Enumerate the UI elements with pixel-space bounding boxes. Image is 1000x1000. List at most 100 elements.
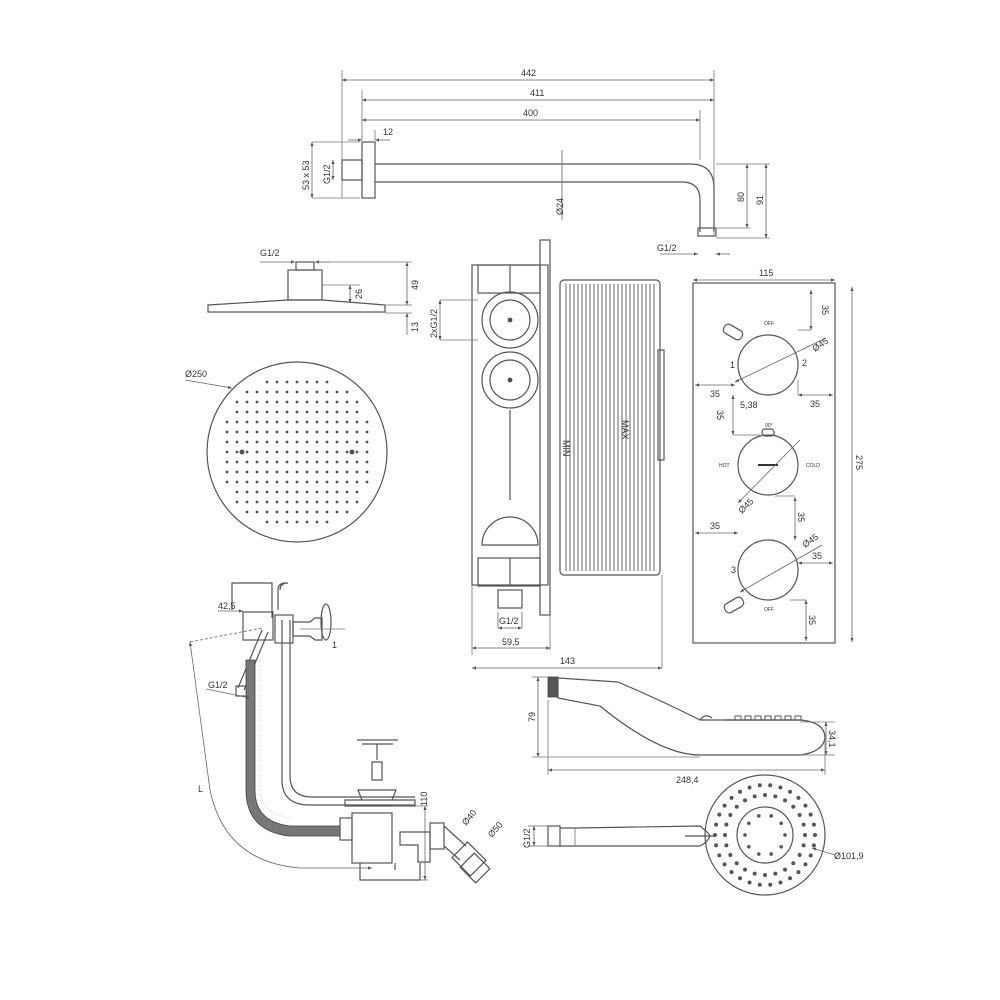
nozzle [724,822,729,827]
nozzle [245,430,249,434]
nozzle [791,804,796,809]
nozzle [315,430,319,434]
nozzle [285,390,289,394]
dim-59-5: 59,5 [502,637,520,647]
spray-face-nozzles [713,783,817,887]
nozzle [305,510,309,514]
dim-12: 12 [383,127,393,137]
nozzle [285,510,289,514]
nozzle [275,450,279,454]
outlet-2: 2 [802,358,807,368]
nozzle [729,870,734,875]
nozzle [245,490,249,494]
cold-label: COLD [806,463,820,469]
nozzle [325,460,329,464]
nozzle [315,380,319,384]
nozzle [255,470,259,474]
nozzle [265,380,269,384]
nozzle [285,410,289,414]
nozzle [315,440,319,444]
offset-42-5: 42,5 [218,601,236,611]
nozzle [225,450,229,454]
dim-442: 442 [521,68,536,78]
nozzle [305,410,309,414]
nozzle [285,470,289,474]
nozzle [295,490,299,494]
nozzle [325,520,329,524]
plate-size: 53 x 53 [301,160,311,190]
nozzle [752,794,757,799]
nozzle [265,510,269,514]
nozzle [245,400,249,404]
nozzle [265,520,269,524]
nozzle [355,400,359,404]
nozzle [305,460,309,464]
nozzle [235,470,239,474]
dim-49: 49 [410,280,420,290]
margin-left-1: 35 [710,389,720,399]
nozzle [734,861,739,866]
nozzle [235,440,239,444]
nozzle [255,460,259,464]
nozzle [275,430,279,434]
hand-thread: G1/2 [522,828,532,848]
diverter-knob-top[interactable] [722,323,827,396]
diverter-knob-bottom[interactable] [723,539,823,614]
nozzle [811,822,816,827]
nozzle [285,380,289,384]
nozzle [285,440,289,444]
nozzle [801,822,806,827]
nozzle [325,430,329,434]
nozzle [734,804,739,809]
nozzle [275,410,279,414]
nozzle [738,876,742,881]
nozzle [345,390,349,394]
nozzle [325,440,329,444]
nozzle [295,420,299,424]
nozzle [275,460,279,464]
trim-plate-view: 115 275 OFF 1 2 Ø45 35 35 35 5,38 35 90°… [692,268,864,644]
nozzle [305,470,309,474]
nozzle [225,420,229,424]
nozzle [797,853,802,857]
inlet-thread: 2xG1/2 [429,309,439,338]
nozzle [803,862,808,867]
nozzle [305,380,309,384]
nozzle [345,500,349,504]
nozzle [355,460,359,464]
nozzle [365,470,369,474]
nozzle [788,789,792,794]
nozzle [245,390,249,394]
nozzle [315,490,319,494]
dim-110: 110 [419,792,429,806]
nozzle [315,390,319,394]
nozzle [265,500,269,504]
outlet-1: 1 [730,360,735,370]
nozzle [225,430,229,434]
nozzle [325,380,329,384]
nozzle [335,500,339,504]
nozzle [743,867,747,872]
nozzle [235,410,239,414]
nozzle [295,390,299,394]
nozzle [757,783,762,788]
nozzle [345,510,349,514]
dim-34-1: 34,1 [827,730,837,748]
nozzle [365,430,369,434]
nozzle [245,470,249,474]
nozzle [275,510,279,514]
nozzle [345,460,349,464]
nozzle [778,785,783,790]
thermostat-knob[interactable] [737,428,801,504]
nozzle [225,440,229,444]
nozzle [773,871,778,876]
nozzle [783,798,787,803]
nozzle [265,480,269,484]
nozzle [335,450,339,454]
item-1-label: 1 [332,640,337,650]
nozzle [315,410,319,414]
nozzle [713,833,717,837]
nozzle [235,450,239,454]
nozzle [255,410,259,414]
nozzle [724,843,729,848]
